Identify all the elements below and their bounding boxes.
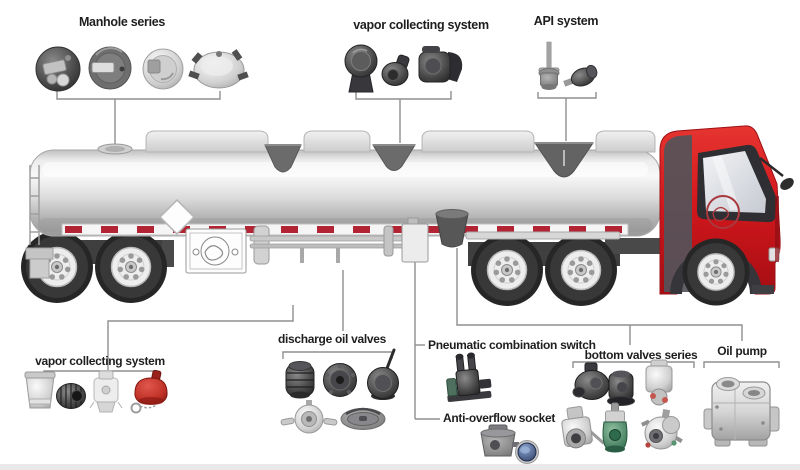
part-vapor-unit (418, 46, 463, 83)
part-bottom-valve-6 (641, 409, 683, 450)
part-blue-cap (515, 440, 539, 464)
parts-bottom-valves (561, 359, 683, 453)
window-glare (712, 156, 740, 210)
label-bottom-valves-series: bottom valves series (584, 348, 698, 362)
part-lever-valve (367, 348, 399, 400)
rear-wheel-2 (94, 230, 168, 304)
part-bottom-valve-1 (572, 362, 610, 400)
part-overflow-socket (480, 424, 519, 457)
manhole-fitting-inner (105, 146, 125, 152)
bracket-vapor-top (355, 91, 452, 100)
label-vapor-collecting-top: vapor collecting system (353, 18, 489, 32)
part-vapor-cup (24, 371, 56, 409)
part-bottom-valve-3 (645, 359, 673, 406)
label-pneumatic-combination-switch: Pneumatic combination switch (428, 338, 596, 352)
part-manhole-cover-1 (35, 46, 81, 92)
photo-bottom-edge (0, 464, 800, 470)
part-vapor-valve (344, 44, 378, 93)
stem-bottom-valves-oilpump (456, 248, 743, 341)
mirror-arm (759, 157, 784, 177)
part-bottom-valve-2 (607, 370, 635, 406)
part-pneumatic-switch (446, 352, 492, 403)
stem-vapor-bottom (107, 305, 294, 370)
part-oil-pump (703, 377, 780, 447)
part-ribbed-coupling (56, 383, 86, 409)
label-discharge-oil-valves: discharge oil valves (277, 332, 387, 346)
part-oval-cap (340, 407, 386, 430)
tank-highlight (42, 162, 648, 177)
bracket-oil-pump (703, 361, 780, 368)
tank-humps (145, 130, 656, 153)
hazard-diamond-placard (158, 198, 196, 236)
label-anti-overflow-socket: Anti-overflow socket (443, 411, 556, 425)
reflective-stripe-rail (61, 223, 629, 236)
part-api-valve (538, 41, 560, 90)
bracket-bottom-valves (572, 361, 695, 368)
part-handle-valve (280, 400, 338, 434)
label-vapor-collecting-bottom: vapor collecting system (35, 354, 165, 368)
mid-wheel-1 (470, 233, 544, 307)
side-mirror (780, 178, 794, 190)
part-bottom-valve-green (602, 402, 628, 453)
part-flanged-coupler (323, 363, 357, 397)
part-red-cap (130, 369, 168, 414)
parts-vapor-collecting-bottom (24, 369, 168, 414)
chassis-piping (249, 217, 429, 265)
part-manhole-cover-2 (88, 46, 132, 90)
mid-fender (465, 231, 621, 240)
tank-funnels (264, 142, 594, 178)
bracket-manhole (56, 91, 221, 100)
part-vent-adapter (89, 370, 123, 413)
tanker-truck (20, 125, 794, 307)
label-oil-pump: Oil pump (717, 344, 767, 358)
part-api-coupler (563, 64, 598, 87)
part-bottom-valve-4 (561, 406, 605, 449)
bracket-discharge (282, 351, 393, 359)
front-wheel (681, 237, 751, 307)
pneumatic-box (401, 223, 429, 263)
part-discharge-coupler (285, 361, 315, 399)
parts-vapor-collecting-top (344, 44, 463, 93)
cab-front-shade (775, 196, 779, 262)
part-manhole-cover-3 (142, 48, 184, 90)
part-manhole-cover-4 (188, 49, 249, 89)
label-manhole-series: Manhole series (78, 15, 166, 29)
sump-funnel (435, 209, 469, 248)
door-logo-icon (706, 195, 740, 229)
rear-ladder (29, 165, 40, 245)
box-logo-icon (200, 236, 230, 266)
mid-wheel-2 (544, 233, 618, 307)
parts-discharge-oil-valves (280, 348, 399, 434)
parts-api-system (538, 41, 598, 90)
part-vapor-elbow (381, 54, 410, 86)
bracket-api (537, 92, 597, 99)
logo-box (185, 228, 247, 274)
leader-lines (43, 91, 780, 420)
rear-bumper (25, 247, 54, 260)
label-api-system: API system (533, 14, 599, 28)
rear-step (29, 258, 50, 279)
parts-anti-overflow (480, 424, 539, 464)
parts-manhole-series (35, 46, 249, 92)
cab-step (752, 285, 774, 294)
cab-deflector (664, 135, 692, 292)
